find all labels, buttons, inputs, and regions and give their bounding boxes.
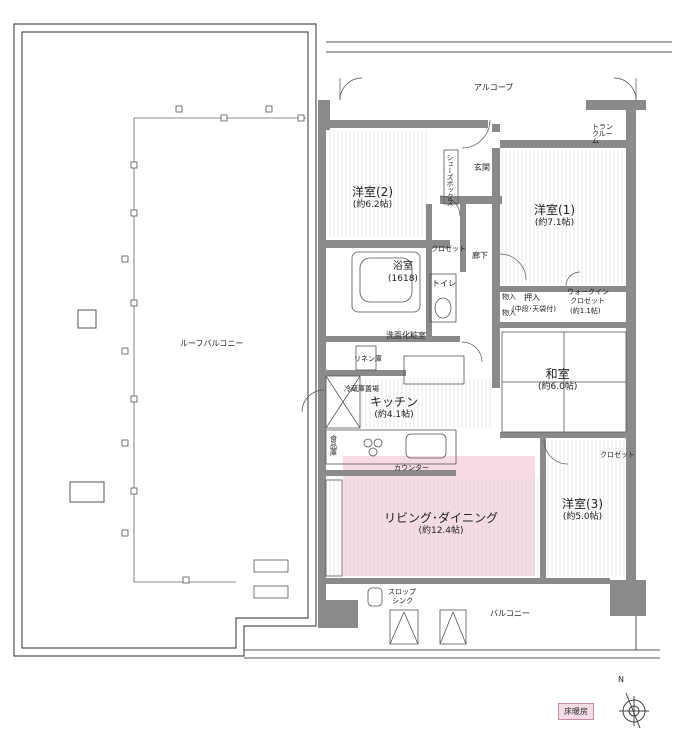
corridor-label: 廊下 — [472, 251, 488, 260]
room-name: 洋室(3) — [562, 497, 603, 511]
walkin-closet-label-2: クロゼット — [570, 297, 605, 305]
balcony-boundary — [244, 616, 660, 659]
closet-label-a: クロゼット — [431, 245, 466, 253]
room-living-dining: リビング･ダイニング (約12.4帖) — [384, 512, 498, 536]
linen-label: リネン庫 — [354, 355, 382, 363]
room-size: (約6.0帖) — [538, 382, 578, 392]
storage-label-1: 物入 — [502, 293, 516, 301]
room-kitchen: キッチン (約4.1帖) — [370, 396, 418, 420]
room-name: リビング･ダイニング — [384, 511, 499, 525]
room-western-3: 洋室(3) (約5.0帖) — [562, 498, 603, 522]
oshiire-sub-label: (中段･天袋付) — [512, 305, 556, 313]
storage-label-2: 物入 — [502, 309, 516, 317]
room-name: 和室 — [545, 367, 570, 381]
sink-label: シンク — [392, 597, 413, 605]
roof-vents — [69, 309, 105, 503]
room-western-1: 洋室(1) (約7.1帖) — [534, 204, 575, 228]
room-name: 洋室(1) — [534, 203, 575, 217]
flooring-texture — [329, 130, 625, 576]
entrance-label: 玄関 — [474, 163, 490, 172]
walkin-closet-size: (約1.1帖) — [570, 307, 601, 315]
roof-balcony-label: ルーフバルコニー — [180, 339, 244, 348]
north-compass — [619, 692, 649, 729]
room-size: (約12.4帖) — [418, 526, 464, 536]
room-size: (約6.2帖) — [352, 200, 393, 210]
room-washroom: 洗面化粧室 — [386, 331, 426, 340]
north-label: N — [618, 675, 624, 684]
room-name: 浴室 — [392, 261, 413, 272]
room-size: (約5.0帖) — [562, 512, 603, 522]
alcove-label: アルコーブ — [474, 83, 514, 92]
unit-walls — [318, 100, 646, 628]
room-western-2: 洋室(2) (約6.2帖) — [352, 186, 393, 210]
room-size: (1618) — [388, 274, 418, 284]
pantry-label: 食品庫 — [330, 435, 337, 457]
roof-balcony-boundary — [133, 117, 306, 583]
room-bath: 浴室 (1618) — [388, 262, 418, 284]
roof-balcony-outline — [13, 23, 317, 657]
balcony-label: バルコニー — [490, 609, 530, 618]
slop-label: スロップ — [388, 588, 416, 596]
counter-label: カウンター — [394, 464, 429, 472]
room-size: (約7.1帖) — [534, 218, 575, 228]
walkin-closet-label-1: ウォークイン — [567, 288, 609, 296]
room-name: キッチン — [370, 395, 419, 409]
trunk-room-label: トランクルーム — [592, 123, 613, 145]
floor-heating-legend: 床暖房 — [558, 703, 594, 720]
closet-label-b: クロゼット — [600, 451, 635, 459]
door-swings — [301, 77, 637, 465]
shoe-box-label: シューズボックス — [446, 154, 454, 206]
alcove-boundary — [326, 41, 672, 53]
fridge-space-label: 冷蔵庫置場 — [344, 385, 379, 393]
oshiire-label: 押入 — [524, 293, 540, 302]
mb-label: M.B — [332, 103, 347, 112]
room-japanese: 和室 (約6.0帖) — [538, 368, 577, 392]
room-toilet: トイレ — [432, 279, 456, 288]
room-size: (約4.1帖) — [374, 410, 414, 420]
boundary-posts — [121, 105, 305, 584]
room-name: 洋室(2) — [352, 185, 393, 199]
fixtures — [253, 149, 627, 645]
